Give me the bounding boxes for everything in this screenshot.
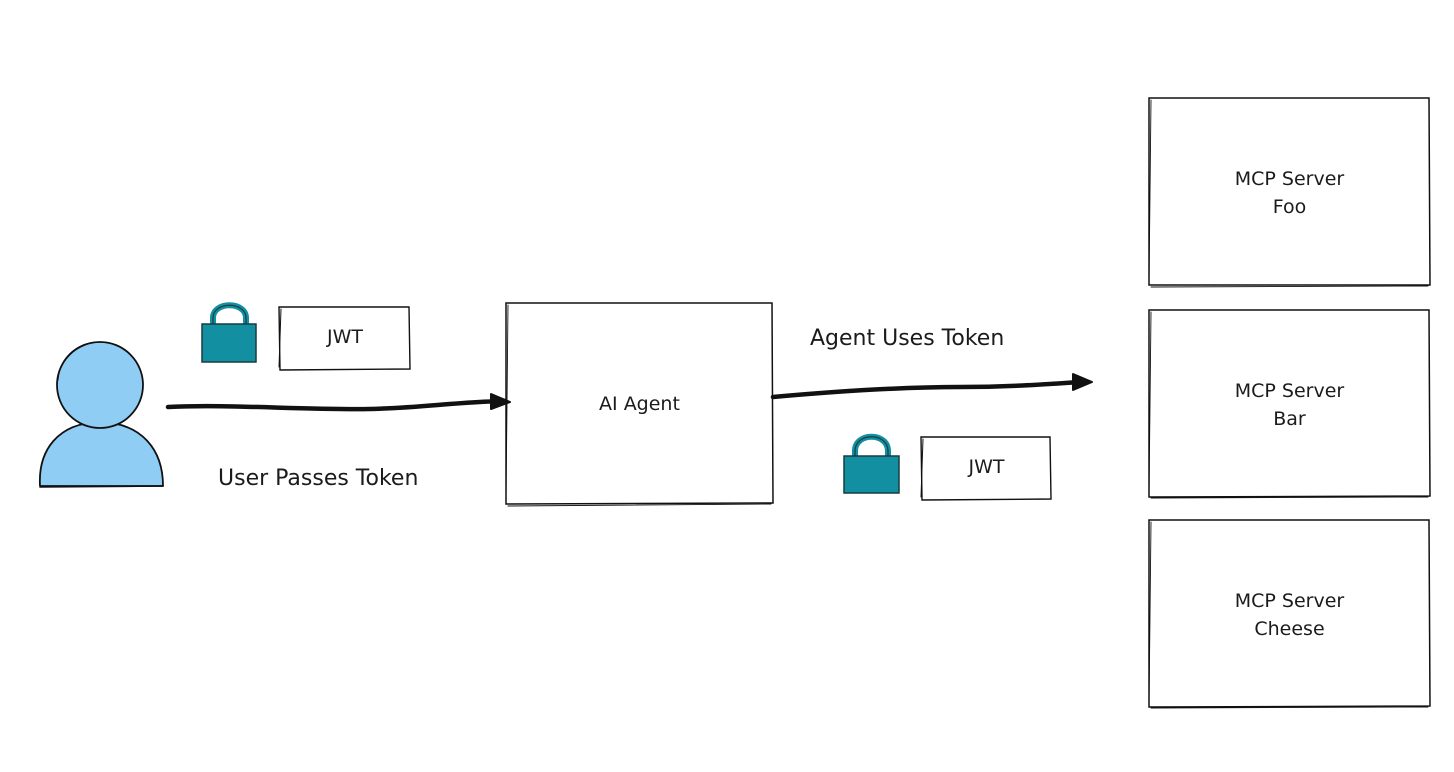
jwt-label: JWT: [327, 326, 363, 348]
agent-uses-token-label: Agent Uses Token: [810, 326, 1005, 351]
ai-agent-label: AI Agent: [599, 393, 680, 415]
lock-icon: [843, 433, 900, 494]
mcp-server-bar-name: Bar: [1273, 408, 1306, 430]
mcp-server-box-foo: [1148, 97, 1431, 288]
arrow-agent-to-servers: [770, 373, 1093, 400]
mcp-server-box-bar: [1148, 309, 1431, 499]
ai-agent-box: [505, 302, 774, 507]
mcp-server-foo-label: MCP Server Foo: [1149, 165, 1430, 221]
lock-icon: [201, 302, 257, 363]
jwt-box: [278, 306, 411, 371]
arrow-user-to-agent: [165, 393, 511, 412]
mcp-server-bar-label: MCP Server Bar: [1149, 377, 1430, 433]
user-passes-token-label: User Passes Token: [218, 466, 419, 491]
mcp-server-foo-title: MCP Server: [1234, 168, 1345, 190]
user-icon: [39, 341, 164, 488]
mcp-server-bar-title: MCP Server: [1234, 380, 1345, 402]
jwt-box: [920, 436, 1052, 501]
mcp-server-box-cheese: [1148, 519, 1431, 709]
mcp-server-cheese-title: MCP Server: [1234, 590, 1345, 612]
mcp-server-foo-name: Foo: [1272, 196, 1307, 218]
mcp-server-cheese-label: MCP Server Cheese: [1149, 587, 1430, 643]
mcp-server-cheese-name: Cheese: [1254, 618, 1325, 640]
jwt-label: JWT: [968, 456, 1005, 478]
